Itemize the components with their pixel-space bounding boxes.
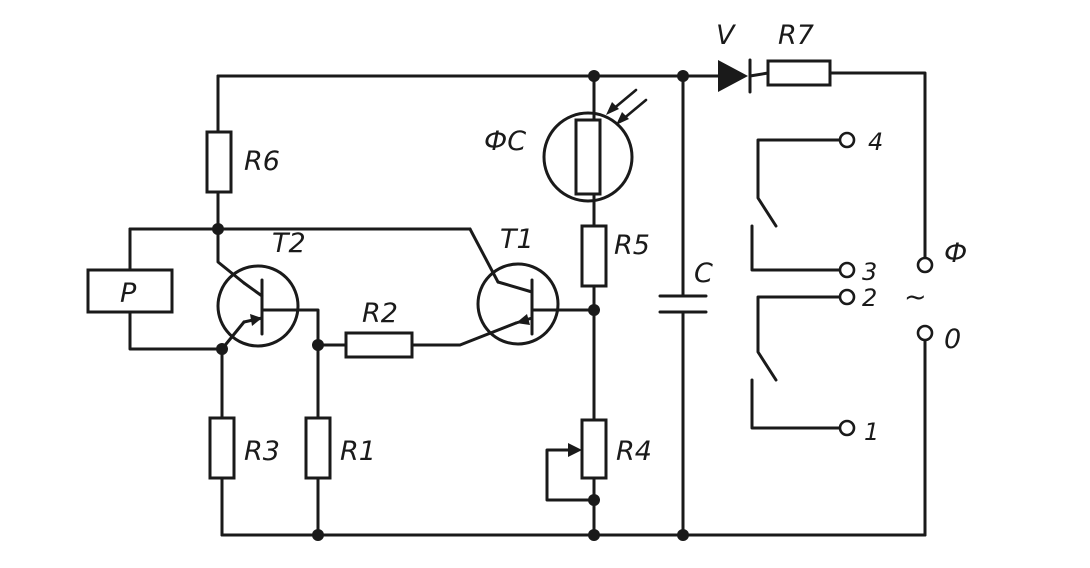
- resistor-r2: [344, 331, 414, 359]
- relay-p-coil: [86, 268, 174, 314]
- transistor-t1-emitter-arrow: [516, 314, 530, 325]
- contact-upper-wire: [756, 138, 842, 228]
- transistor-t1-collector: [496, 280, 534, 294]
- junction-dot: [677, 529, 689, 541]
- relay-loop-left-bottom: [128, 310, 224, 351]
- label-terminal-1: 1: [864, 418, 879, 446]
- junction-dot: [588, 494, 600, 506]
- terminal-1: [838, 419, 856, 437]
- transistor-t2-emitter-arrow: [250, 314, 262, 326]
- light-arrowhead-1: [616, 112, 629, 125]
- top-rail-wire-right: [828, 71, 927, 267]
- diode-triangle: [718, 60, 748, 92]
- label-r5: R5: [614, 230, 650, 261]
- diode-v: [718, 58, 770, 94]
- wires: [128, 71, 927, 537]
- photoresistor-element: [574, 118, 602, 196]
- transistor-t2: [216, 264, 300, 348]
- label-r3: R3: [244, 436, 280, 467]
- label-t2: T2: [272, 228, 306, 259]
- label-t1: T1: [500, 224, 534, 255]
- label-terminal-2: 2: [862, 284, 877, 312]
- t2-collector-lead: [216, 227, 246, 285]
- label-r2: R2: [362, 298, 398, 329]
- junction-dot: [312, 339, 324, 351]
- label-phase: Ф: [944, 238, 967, 269]
- transistor-t1-body: [476, 262, 560, 346]
- t2-base-line: [260, 308, 320, 347]
- r2-wire-right: [410, 321, 518, 347]
- light-arrowhead-2: [606, 102, 619, 115]
- label-r6: R6: [244, 146, 280, 177]
- r4-wiper-loop: [545, 448, 596, 502]
- label-r4: R4: [616, 436, 652, 467]
- terminal-phase: [916, 256, 934, 274]
- label-capacitor: C: [694, 258, 713, 289]
- label-photoresistor: ФС: [484, 126, 526, 157]
- transistor-t2-collector: [242, 281, 264, 298]
- resistor-r5: [580, 224, 608, 288]
- diode-to-r7-wire: [748, 71, 770, 78]
- label-ac-symbol: ~: [904, 282, 927, 313]
- transistor-t2-body: [216, 264, 300, 348]
- junction-dot: [588, 529, 600, 541]
- transistor-t1: [476, 262, 560, 346]
- resistor-r1: [304, 416, 332, 480]
- terminals: [838, 131, 934, 437]
- label-r7: R7: [778, 20, 814, 51]
- photoresistor-body: [542, 111, 634, 203]
- junction-dot: [677, 70, 689, 82]
- relay-contacts: [750, 138, 842, 430]
- junction-dot: [216, 343, 228, 355]
- junction-dot: [588, 304, 600, 316]
- terminal-2: [838, 288, 856, 306]
- capacitor-c: [658, 294, 708, 314]
- junction-dots: [212, 70, 689, 541]
- contact-lower-wire: [756, 295, 842, 382]
- junction-dot: [212, 223, 224, 235]
- terminal-4: [838, 131, 856, 149]
- labels: R6 T2 T1 P R2 R3 R1 ФС R5 R4 C V R7 4 3 …: [120, 20, 967, 467]
- resistor-r6: [205, 130, 233, 194]
- contact-lower-lower-wire: [750, 378, 842, 430]
- terminal-3: [838, 261, 856, 279]
- label-terminal-3: 3: [862, 258, 877, 286]
- photoresistor-fs: [542, 88, 648, 203]
- label-relay-p: P: [120, 278, 137, 309]
- label-diode: V: [716, 20, 737, 51]
- terminal-zero: [916, 324, 934, 342]
- resistor-r3: [208, 416, 236, 480]
- junction-dot: [588, 70, 600, 82]
- r4-wiper-arrow: [568, 443, 582, 457]
- resistor-r4: [580, 418, 608, 480]
- label-terminal-4: 4: [868, 128, 883, 156]
- label-r1: R1: [340, 436, 376, 467]
- contact-upper-lower-wire: [750, 224, 842, 272]
- junction-dot: [312, 529, 324, 541]
- label-zero: 0: [944, 324, 961, 355]
- resistor-r7: [766, 59, 832, 87]
